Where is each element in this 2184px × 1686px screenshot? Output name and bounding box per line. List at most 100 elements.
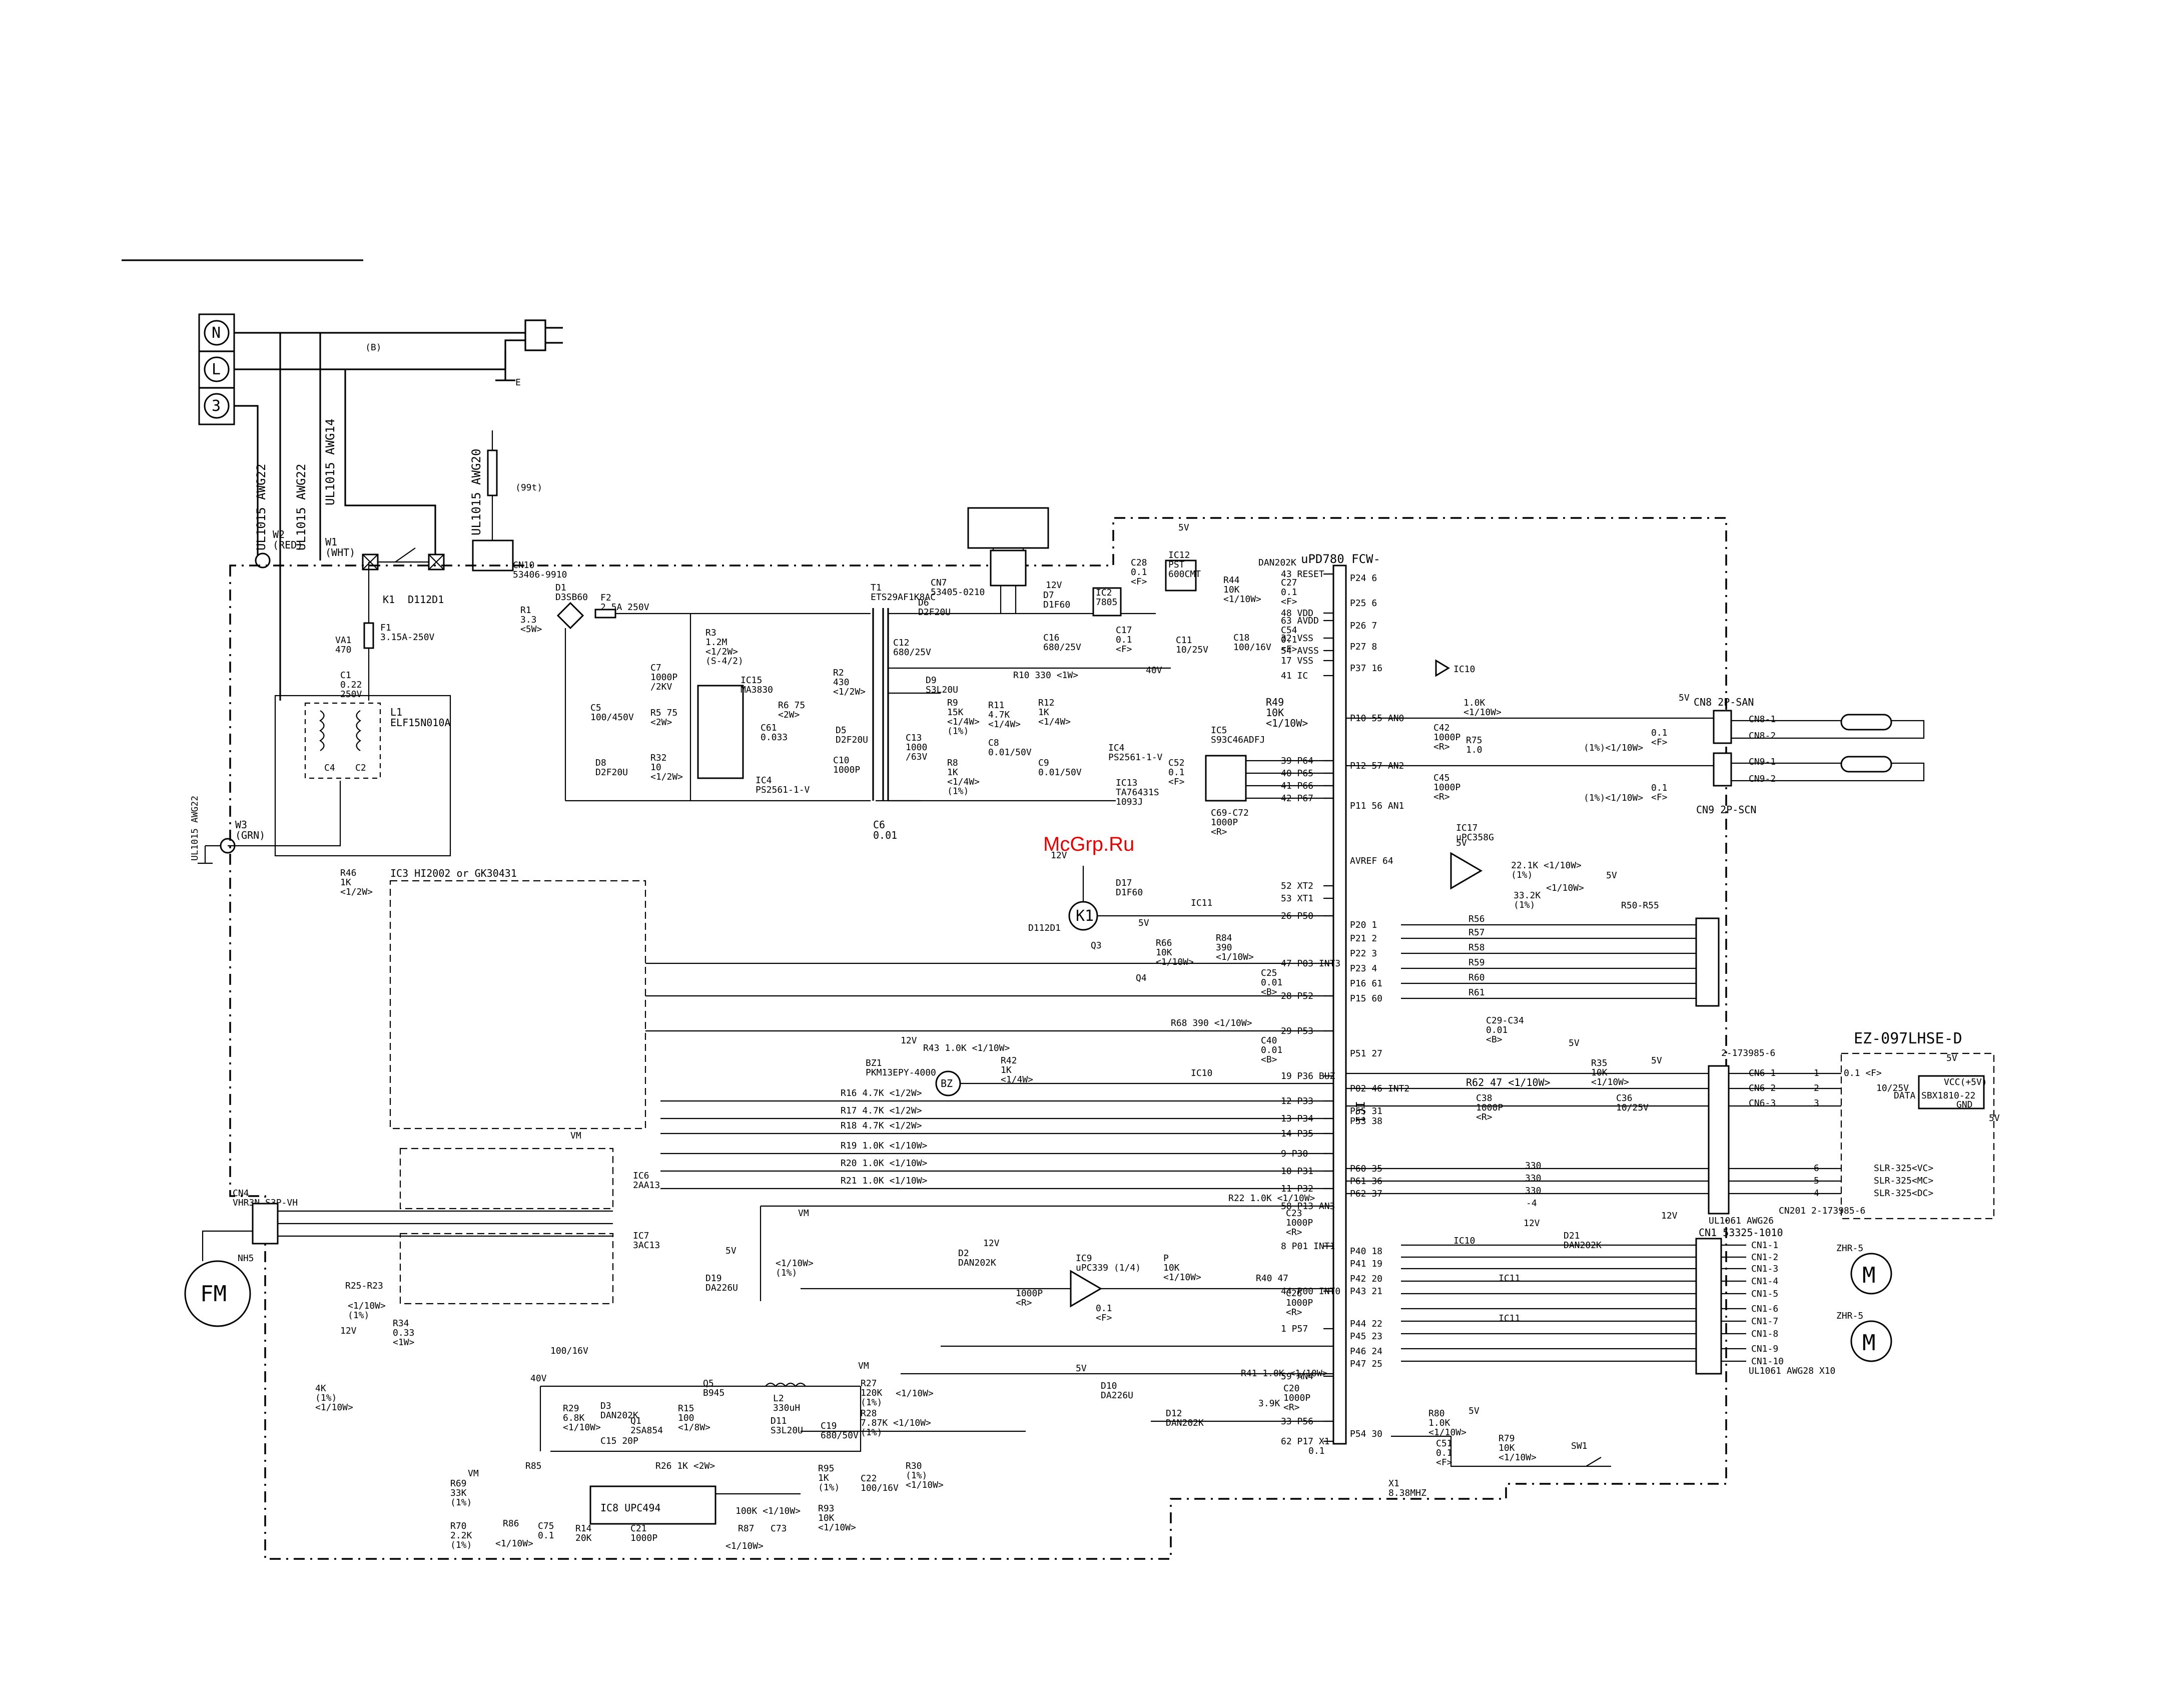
fan-motor-fm (184, 1260, 251, 1327)
cn8-1: CN8-1 (1749, 714, 1776, 725)
cn1-row-label: CN1-8 (1751, 1329, 1778, 1339)
mcu-pin-right: P43 21 (1350, 1286, 1382, 1297)
sensor-c01b: 0.1<F> (1651, 783, 1668, 803)
r330-1: 330 (1525, 1161, 1542, 1171)
nh5-label: NH5 (238, 1253, 254, 1264)
ic15-controller (697, 685, 744, 779)
mcu-pin-left: 40 P65 (1281, 768, 1313, 779)
plug-mark: (B) (365, 342, 382, 353)
w2-connector (255, 552, 271, 569)
jumper-connector (1695, 917, 1720, 1007)
mcu-pin-right: P45 23 (1350, 1331, 1382, 1342)
ic17-opamp (1450, 852, 1483, 890)
k1-contact-label: K1 (383, 594, 395, 606)
mcu-pin-right: P27 8 (1350, 642, 1377, 652)
stepper-12v: 12V (1524, 1218, 1540, 1229)
display-5vd: 5V (1989, 1113, 2000, 1123)
mcu-pin-right: P54 30 (1350, 1429, 1382, 1439)
cn4-connector (252, 1203, 279, 1245)
stepper-motor-2 (1850, 1320, 1892, 1362)
r5-label: R5 75<2W> (650, 708, 677, 728)
mcu-pin-right: P24 6 (1350, 573, 1377, 584)
zhr-1: ZHR-5 (1836, 1243, 1863, 1254)
driver-40v: 40V (530, 1373, 547, 1384)
mcu-pin-right: P47 25 (1350, 1359, 1382, 1369)
ic10-sensor-label: IC10 (1453, 664, 1475, 675)
driver-w2: <1/10W> (725, 1541, 764, 1551)
wire-label-2: UL1015 AWG22 (294, 464, 308, 550)
cn7-header (967, 507, 1049, 549)
mcu-pin-left: 32 VSS (1281, 633, 1313, 644)
sw1-switch[interactable] (1391, 1435, 1611, 1467)
relay-5v: 5V (1138, 918, 1149, 928)
r330-3: 330 (1525, 1186, 1542, 1196)
stepper-ic11b: IC11 (1499, 1313, 1520, 1324)
dan202k-label: DAN202K (1258, 557, 1296, 568)
relay-k1-label: K1 (1076, 907, 1094, 925)
sensor-pct2: (1%)<1/10W> (1584, 793, 1643, 803)
mcu-pin-left: 62 P17 X1 (1281, 1436, 1330, 1447)
mcu-pin-right: P16 61 (1350, 978, 1382, 989)
r18-label: R18 4.7K <1/2W> (841, 1120, 922, 1131)
r1k-label: 1.0K<1/10W> (1464, 698, 1502, 718)
cn1-row-label: CN1-1 (1751, 1240, 1778, 1251)
cn1-row-label: CN1-10 (1751, 1356, 1784, 1367)
display-5vb: 5V (1651, 1055, 1662, 1066)
sensor-5vc: 5V (1606, 870, 1617, 881)
w3-label: W3(GRN) (235, 819, 265, 841)
terminal-n: N (212, 324, 221, 342)
mcu-pin-right: P25 6 (1350, 598, 1377, 609)
v40-label: 40V (1146, 665, 1162, 676)
q4-label: Q4 (1136, 973, 1147, 983)
mcu-pin-right: P41 19 (1350, 1259, 1382, 1269)
wire-label-3: UL1015 AWG14 (323, 419, 337, 505)
motor-12v: 12V (340, 1326, 357, 1336)
sensor-w10: <1/10W> (1546, 883, 1584, 893)
cn1-row-label: CN1-6 (1751, 1304, 1778, 1314)
r17-label: R17 4.7K <1/2W> (841, 1105, 922, 1116)
ic8-label: IC8 UPC494 (600, 1502, 660, 1514)
dip-resistor-label: R61 (1469, 987, 1485, 998)
r20-label: R20 1.0K <1/10W> (841, 1158, 928, 1169)
motor-12vb: 12V (983, 1238, 1000, 1249)
mcu-pin-right: P42 20 (1350, 1274, 1382, 1284)
stepper-motor-1 (1850, 1253, 1892, 1295)
thermistor-room-icon (1840, 714, 1892, 731)
c73-label: C73 (771, 1523, 787, 1534)
driver-vm2: VM (468, 1468, 479, 1479)
mcu-pin-left: 48 VDD (1281, 608, 1313, 619)
mcu-pin-left: 8 P01 INT1 (1281, 1241, 1335, 1252)
r62-label: R62 47 <1/10W> (1466, 1076, 1551, 1088)
